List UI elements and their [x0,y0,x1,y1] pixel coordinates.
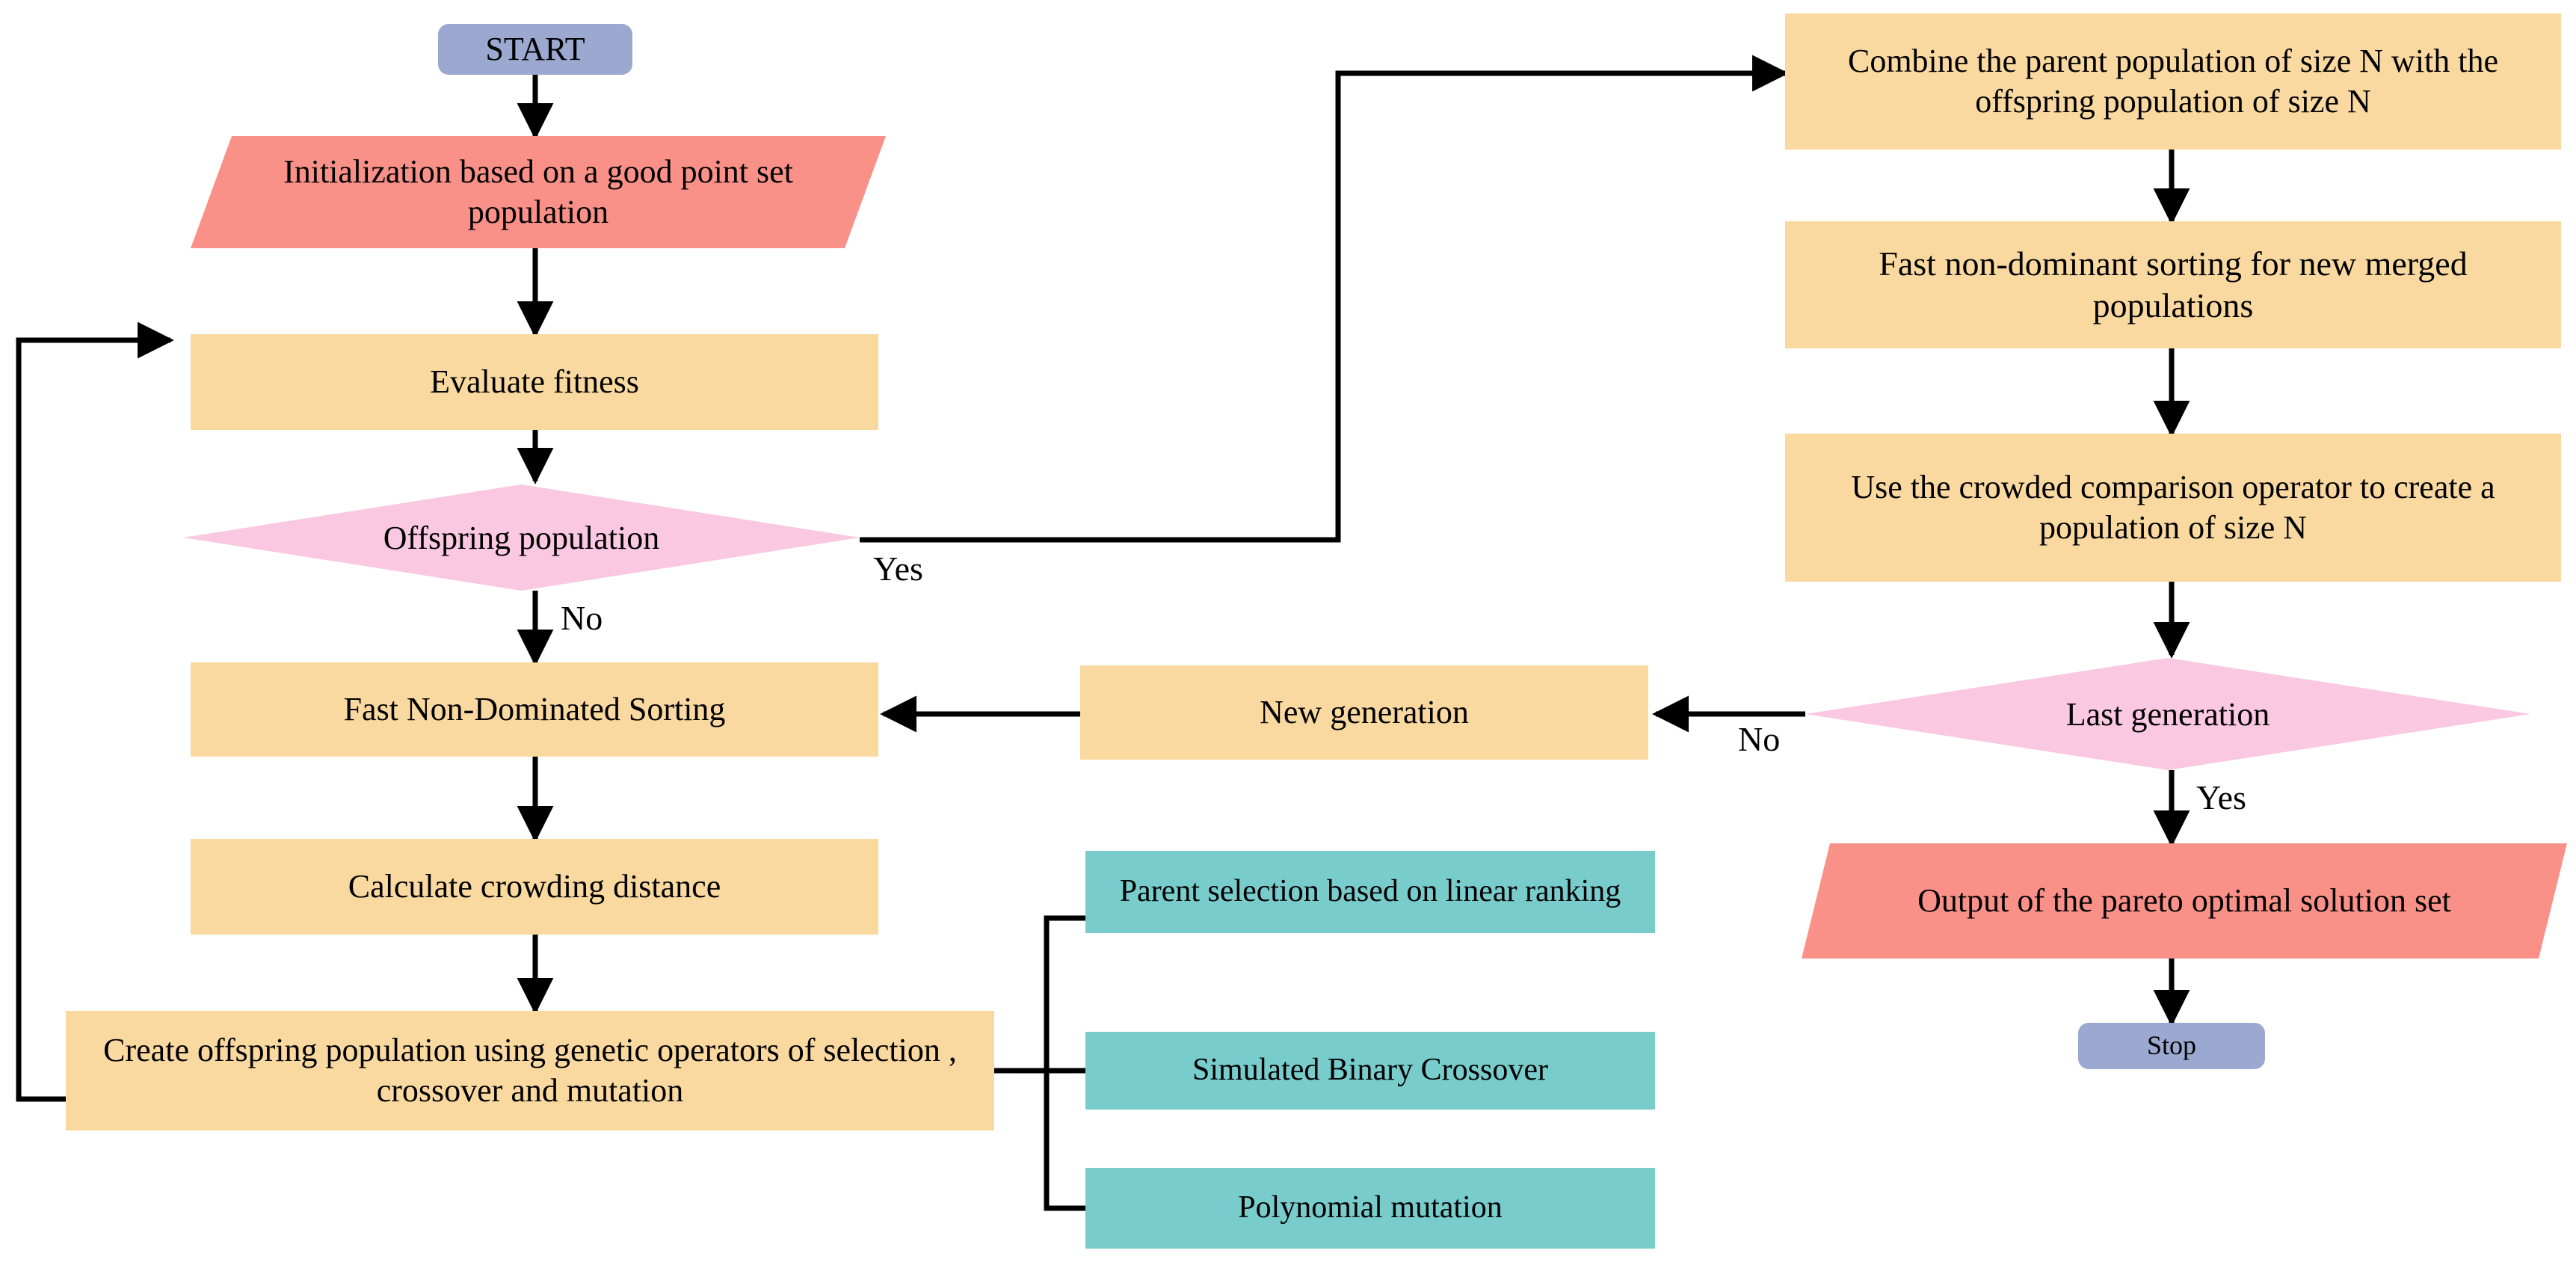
node-calculate-crowding-distance[interactable]: Calculate crowding distance [191,839,878,935]
parallelogram-shape-initialization [191,136,886,248]
node-parent-selection-label: Parent selection based on linear ranking [1119,874,1621,909]
edge-create-to-evaluate-feedback [16,321,174,1102]
edge-label-lastgen-yes: Yes [2196,778,2246,816]
node-evaluate-fitness[interactable]: Evaluate fitness [191,334,878,430]
node-last-generation[interactable]: Last generation [1805,658,2530,770]
node-crowded-comparison-label: Use the crowded comparison operator to c… [1851,469,2495,546]
node-simulated-binary-crossover[interactable]: Simulated Binary Crossover [1085,1032,1655,1110]
node-stop-label: Stop [2146,1030,2197,1061]
node-simulated-binary-crossover-label: Simulated Binary Crossover [1192,1053,1548,1088]
diamond-shape-offspring-population [183,484,860,591]
edge-bracket-to-mutation [1044,1071,1085,1211]
node-start-label: START [485,31,585,68]
node-start[interactable]: START [438,24,632,75]
node-evaluate-fitness-label: Evaluate fitness [430,363,639,401]
node-combine-populations-label: Combine the parent population of size N … [1847,43,2499,120]
node-create-offspring[interactable]: Create offspring population using geneti… [66,1011,994,1130]
node-crowded-comparison[interactable]: Use the crowded comparison operator to c… [1785,434,2561,582]
node-create-offspring-label: Create offspring population using geneti… [103,1032,957,1109]
node-output-pareto[interactable]: Output of the pareto optimal solution se… [1802,843,2567,959]
node-parent-selection[interactable]: Parent selection based on linear ranking [1085,851,1655,933]
diamond-shape-last-generation [1805,658,2530,770]
edge-create-to-operators-bracket [994,915,1085,1074]
node-offspring-population[interactable]: Offspring population [183,484,860,591]
node-stop[interactable]: Stop [2078,1023,2265,1069]
node-fast-non-dominant-sorting-merged-label: Fast non-dominant sorting for new merged… [1879,244,2468,324]
edge-label-offspring-no: No [561,599,603,637]
node-fast-non-dominant-sorting-merged[interactable]: Fast non-dominant sorting for new merged… [1785,221,2561,348]
node-fast-non-dominated-sorting[interactable]: Fast Non-Dominated Sorting [191,662,878,757]
node-polynomial-mutation[interactable]: Polynomial mutation [1085,1168,1655,1249]
node-calculate-crowding-distance-label: Calculate crowding distance [348,868,721,905]
edge-label-offspring-yes: Yes [873,550,923,588]
node-polynomial-mutation-label: Polynomial mutation [1238,1190,1503,1225]
node-combine-populations[interactable]: Combine the parent population of size N … [1785,13,2561,150]
edge-label-lastgen-no: No [1738,720,1781,758]
node-initialization[interactable]: Initialization based on a good point set… [191,136,886,248]
node-new-generation[interactable]: New generation [1080,665,1648,760]
parallelogram-shape-output-pareto [1802,843,2567,959]
edge-offspring-yes-to-combine [860,55,1789,543]
node-new-generation-label: New generation [1260,694,1469,731]
node-fast-non-dominated-sorting-label: Fast Non-Dominated Sorting [343,691,726,728]
